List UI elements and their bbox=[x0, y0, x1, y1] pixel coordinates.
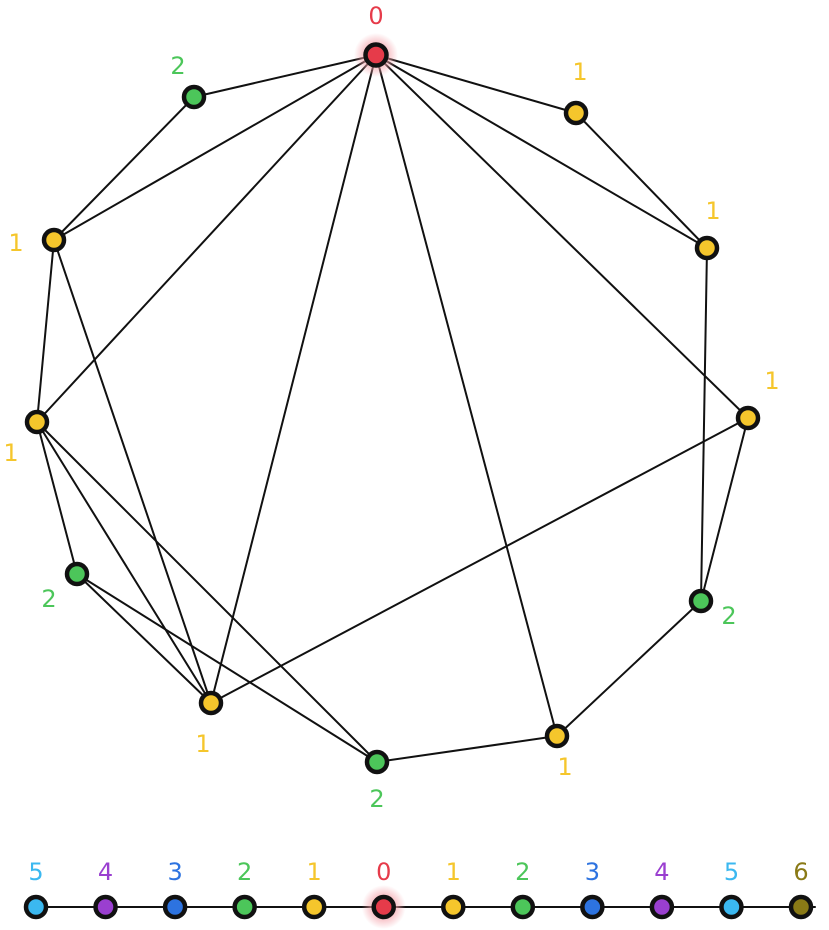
path-node-2 bbox=[162, 894, 188, 920]
graph-edge-n7-n8 bbox=[556, 600, 702, 737]
path-node-11 bbox=[788, 894, 814, 920]
graph-node-label-n4: 2 bbox=[41, 585, 56, 613]
graph-edges bbox=[36, 54, 749, 763]
graph-node-n1 bbox=[181, 84, 207, 110]
path-node-9 bbox=[649, 894, 675, 920]
path-node-label-7: 2 bbox=[515, 858, 530, 886]
graph-edge-n3-n6 bbox=[36, 421, 378, 763]
path-node-3 bbox=[232, 894, 257, 920]
graph-node-n6 bbox=[364, 749, 390, 775]
graph-edge-n0-n1 bbox=[193, 54, 377, 98]
graph-node-label-n8: 2 bbox=[721, 602, 736, 630]
path-node-6 bbox=[441, 894, 466, 920]
path-node-7 bbox=[510, 894, 536, 920]
graph-edge-n3-n5 bbox=[36, 421, 212, 704]
graph-edge-n4-n5 bbox=[76, 573, 212, 704]
graph-edge-n4-n6 bbox=[76, 573, 378, 763]
graph-node-label-n2: 1 bbox=[8, 229, 23, 257]
path-node-label-4: 1 bbox=[307, 858, 322, 886]
path-node-8 bbox=[580, 894, 605, 920]
path-node-label-5: 0 bbox=[376, 858, 391, 886]
graph-edge-n0-n3 bbox=[36, 54, 377, 423]
graph-nodes bbox=[24, 33, 761, 775]
graph-edge-n0-n2 bbox=[53, 54, 377, 241]
graph-node-label-n6: 2 bbox=[369, 785, 384, 813]
graph-edge-n11-n10 bbox=[575, 112, 708, 249]
path-labels: 5 4 3 2 1 0 1 2 3 4 5 6 bbox=[28, 858, 808, 886]
graph-node-label-n11: 1 bbox=[572, 58, 587, 86]
graph-labels: 0 2 1 1 2 1 2 1 2 1 1 1 bbox=[3, 2, 779, 813]
graph-edge-n5-n9 bbox=[210, 417, 749, 704]
graph-node-n10 bbox=[694, 235, 720, 261]
path-node-label-3: 2 bbox=[237, 858, 252, 886]
graph-node-label-n0: 0 bbox=[368, 2, 383, 30]
path-node-label-8: 3 bbox=[585, 858, 600, 886]
graph-node-label-n10: 1 bbox=[705, 197, 720, 225]
graph-edge-n0-n7 bbox=[375, 54, 558, 737]
graph-edge-n0-n11 bbox=[375, 54, 577, 114]
path-node-label-0: 5 bbox=[28, 858, 43, 886]
graph-edge-n2-n3 bbox=[36, 239, 55, 423]
path-node-label-6: 1 bbox=[446, 858, 461, 886]
graph-node-n7 bbox=[544, 723, 570, 749]
path-node-10 bbox=[719, 894, 744, 920]
graph-node-n2 bbox=[41, 227, 67, 253]
graph-node-n8 bbox=[688, 588, 714, 614]
graph-edge-n3-n4 bbox=[36, 421, 78, 575]
path-node-label-1: 4 bbox=[98, 858, 113, 886]
graph-node-label-n9: 1 bbox=[764, 367, 779, 395]
graph-edge-n9-n8 bbox=[700, 417, 749, 602]
graph-edge-n0-n5 bbox=[210, 54, 377, 704]
graph-node-n4 bbox=[64, 561, 90, 587]
graph-node-label-n5: 1 bbox=[195, 730, 210, 758]
path-node-label-2: 3 bbox=[167, 858, 182, 886]
graph-node-n11 bbox=[563, 100, 589, 126]
graph-node-n3 bbox=[24, 409, 50, 435]
graph-node-n0 bbox=[363, 42, 389, 68]
path-node-5 bbox=[371, 894, 396, 920]
graph-edge-n8-n10 bbox=[700, 247, 708, 602]
path-nodes bbox=[23, 885, 814, 929]
graph-edge-n0-n10 bbox=[375, 54, 708, 249]
path-node-label-9: 4 bbox=[654, 858, 669, 886]
graph-node-n5 bbox=[198, 690, 224, 716]
graph-node-label-n7: 1 bbox=[557, 753, 572, 781]
graph-node-label-n1: 2 bbox=[170, 52, 185, 80]
path-node-1 bbox=[93, 894, 118, 920]
path-node-label-10: 5 bbox=[724, 858, 739, 886]
graph-edge-n0-n9 bbox=[375, 54, 749, 419]
path-node-label-11: 6 bbox=[793, 858, 808, 886]
graph-node-n9 bbox=[735, 405, 761, 431]
path-node-4 bbox=[301, 894, 327, 920]
graph-edge-n2-n5 bbox=[53, 239, 212, 704]
path-node-0 bbox=[23, 894, 49, 920]
graph-node-label-n3: 1 bbox=[3, 439, 18, 467]
graph-edge-n1-n2 bbox=[53, 96, 195, 241]
graph-edge-n6-n7 bbox=[376, 735, 558, 763]
